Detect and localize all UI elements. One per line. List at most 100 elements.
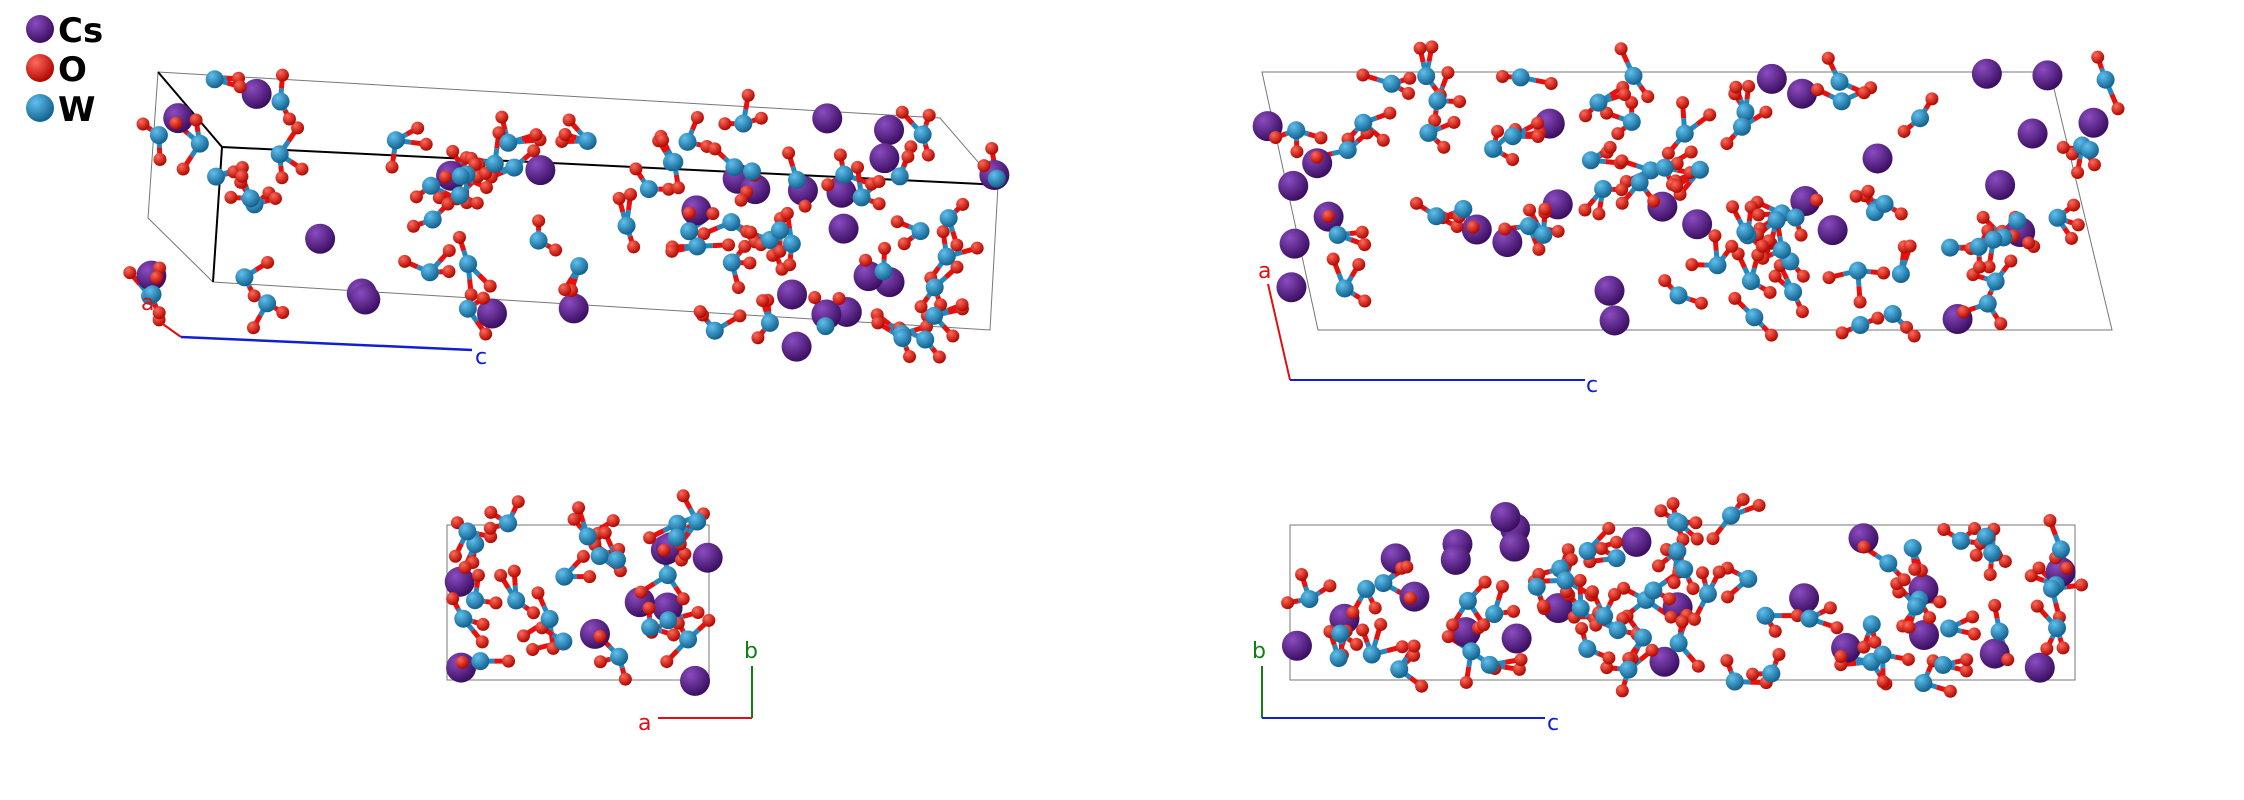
o-atom bbox=[385, 160, 399, 174]
w-atom bbox=[451, 167, 470, 186]
o-atom bbox=[558, 283, 572, 297]
o-atom bbox=[1768, 624, 1782, 638]
w-atom bbox=[505, 158, 524, 177]
o-atom bbox=[441, 197, 455, 211]
o-atom bbox=[189, 113, 203, 127]
o-atom bbox=[1976, 210, 1990, 224]
cs-atom bbox=[476, 298, 507, 329]
w-atom bbox=[1903, 539, 1922, 558]
o-atom bbox=[464, 288, 478, 302]
o-atom bbox=[1403, 591, 1417, 605]
o-atom bbox=[1664, 610, 1678, 624]
o-atom bbox=[2060, 561, 2074, 575]
w-atom bbox=[1619, 660, 1638, 679]
o-atom bbox=[1446, 618, 1460, 632]
o-atom bbox=[1994, 317, 2008, 331]
cs-atom bbox=[812, 103, 843, 134]
o-atom bbox=[1575, 621, 1589, 635]
o-atom bbox=[1937, 523, 1951, 537]
w-atom bbox=[1698, 584, 1717, 603]
o-atom bbox=[1401, 86, 1415, 100]
w-atom-icon bbox=[26, 94, 54, 122]
w-atom bbox=[816, 317, 835, 336]
cs-atom bbox=[1276, 272, 1307, 303]
o-atom bbox=[1877, 266, 1891, 280]
w-atom bbox=[1458, 591, 1477, 610]
o-atom bbox=[598, 526, 612, 540]
axis-a-line bbox=[1267, 283, 1291, 381]
o-atom bbox=[1428, 114, 1442, 128]
o-atom bbox=[1491, 124, 1505, 138]
cs-atom bbox=[525, 155, 556, 186]
w-atom bbox=[540, 609, 559, 628]
o-atom bbox=[1982, 260, 1996, 274]
cell-outline-perspective bbox=[147, 71, 999, 331]
o-atom bbox=[1834, 649, 1848, 663]
cs-atom bbox=[680, 665, 711, 696]
o-atom bbox=[1466, 220, 1480, 234]
w-atom bbox=[1578, 639, 1597, 658]
w-atom bbox=[1374, 574, 1393, 593]
o-atom bbox=[2071, 218, 2085, 232]
w-atom bbox=[1741, 272, 1760, 291]
w-atom bbox=[1745, 308, 1764, 327]
w-atom bbox=[770, 221, 789, 240]
o-atom bbox=[2087, 158, 2101, 172]
o-atom bbox=[275, 171, 289, 185]
o-atom bbox=[1295, 567, 1309, 581]
cs-atom bbox=[1501, 623, 1532, 654]
o-atom bbox=[1768, 269, 1782, 283]
w-atom bbox=[1454, 199, 1473, 218]
o-atom bbox=[1290, 145, 1304, 159]
o-atom bbox=[1666, 497, 1680, 511]
o-atom bbox=[1538, 202, 1552, 216]
w-atom bbox=[1417, 67, 1436, 86]
cs-atom bbox=[2024, 652, 2055, 683]
o-atom bbox=[2091, 50, 2105, 64]
w-atom bbox=[874, 262, 893, 281]
o-atom bbox=[511, 495, 525, 509]
o-atom bbox=[1352, 257, 1366, 271]
o-atom bbox=[1764, 328, 1778, 342]
w-atom bbox=[890, 167, 909, 186]
w-atom bbox=[1873, 645, 1892, 664]
o-atom bbox=[691, 605, 705, 619]
o-atom bbox=[2056, 641, 2070, 655]
w-atom bbox=[639, 180, 658, 199]
o-atom bbox=[756, 294, 770, 308]
o-atom bbox=[618, 672, 632, 686]
axis-b-label: b bbox=[1252, 639, 1266, 664]
o-atom bbox=[1857, 540, 1871, 554]
o-atom bbox=[832, 291, 846, 305]
cs-atom bbox=[1490, 501, 1521, 532]
o-atom bbox=[914, 300, 928, 314]
o-atom bbox=[2040, 642, 2054, 656]
o-atom bbox=[583, 570, 597, 584]
o-atom bbox=[576, 549, 590, 563]
o-atom bbox=[1603, 140, 1617, 154]
w-atom bbox=[2048, 618, 2067, 637]
o-atom bbox=[483, 279, 497, 293]
o-atom bbox=[1725, 239, 1739, 253]
o-atom bbox=[643, 531, 657, 545]
w-atom bbox=[1879, 554, 1898, 573]
w-atom bbox=[678, 132, 697, 151]
o-atom bbox=[2067, 198, 2081, 212]
o-atom bbox=[476, 617, 490, 631]
w-atom bbox=[271, 92, 290, 111]
o-atom bbox=[150, 271, 164, 285]
o-atom bbox=[708, 142, 722, 156]
w-atom bbox=[787, 170, 806, 189]
o-atom bbox=[851, 160, 865, 174]
o-atom bbox=[558, 128, 572, 142]
o-atom bbox=[1478, 575, 1492, 589]
o-atom bbox=[448, 549, 462, 563]
w-atom bbox=[1914, 674, 1933, 693]
o-atom bbox=[1973, 260, 1987, 274]
cell-edge-vertical bbox=[212, 146, 223, 283]
o-atom bbox=[455, 655, 469, 669]
o-atom bbox=[495, 110, 509, 124]
o-atom bbox=[821, 178, 835, 192]
w-atom bbox=[2042, 579, 2061, 598]
o-atom bbox=[682, 206, 696, 220]
